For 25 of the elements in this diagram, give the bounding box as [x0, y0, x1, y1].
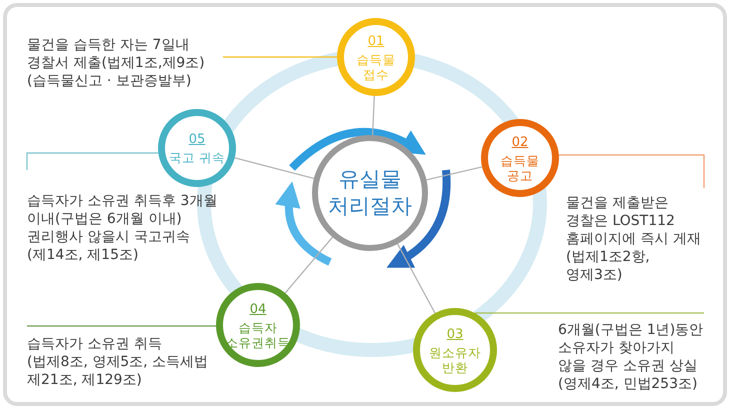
leader-line [223, 56, 337, 58]
step-number: 05 [188, 131, 206, 148]
leader-line [26, 152, 158, 170]
description-text: 물건을 습득한 자는 7일내 경찰서 제출(법제1조,제9조) (습득물신고 · 보관증발부) [27, 36, 223, 90]
description-text: 물건을 제출받은 경찰은 LOST112 홈페이지에 즉시 게재 (법제1조2항, 영제3조) [566, 188, 704, 284]
step-label: 습득물 접수 [356, 52, 396, 82]
leader-line [558, 154, 705, 188]
spoke-line [372, 96, 375, 136]
step-label: 원소유자 반환 [428, 344, 482, 374]
spoke-line [234, 157, 314, 179]
spoke-line [426, 166, 482, 180]
spoke-line [397, 244, 436, 314]
description-text: 6개월(구법은 1년)동안 소유자가 찾아가지 않을 경우 소유권 상실 (영제4조, 민법253조) [558, 313, 704, 393]
spoke-line [284, 236, 333, 294]
step-number: 01 [368, 32, 384, 50]
step-number: 04 [250, 300, 266, 318]
leader-line [474, 312, 704, 314]
step-label: 국고 귀속 [168, 150, 226, 165]
description-text: 습득자가 소유권 취득후 3개월 이내(구법은 6개월 이내) 권리행사 않을시 국고귀속 (제14조, 제15조) [27, 170, 227, 264]
description-text: 습득자가 소유권 취득 (법제8조, 영제5조, 소득세법 제21조, 제129조) [27, 326, 227, 389]
center-title: 유실물 처리절차 [327, 166, 413, 220]
step-label: 습득물 공고 [500, 152, 540, 182]
leader-line [27, 325, 216, 327]
step-number: 03 [446, 326, 464, 342]
step-number: 02 [512, 134, 528, 150]
